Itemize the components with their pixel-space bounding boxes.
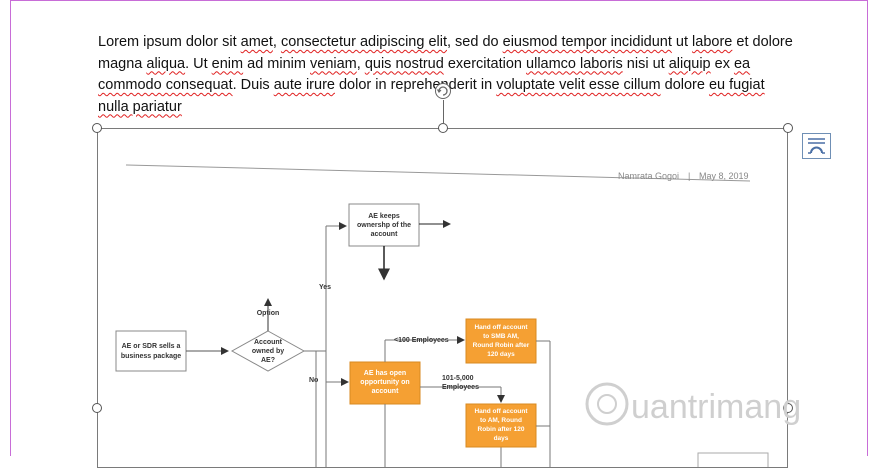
misspelled-word[interactable]: eiusmod tempor incididunt: [502, 34, 672, 50]
misspelled-word[interactable]: quis nostrud: [364, 55, 444, 72]
text-run: ut: [671, 34, 693, 50]
partial-node: [697, 452, 769, 472]
smb-node: [465, 318, 537, 364]
misspelled-word[interactable]: aute irure: [273, 77, 335, 93]
misspelled-word[interactable]: labore: [692, 34, 733, 50]
misspelled-word[interactable]: consectetur adipiscing elit: [280, 34, 447, 50]
keeps-line1: AE keeps: [368, 213, 400, 220]
text-run: dolore: [660, 77, 709, 93]
keeps-node: [348, 203, 420, 247]
misspelled-word[interactable]: veniam: [310, 55, 357, 72]
rotate-handle-icon[interactable]: [434, 82, 452, 100]
am-line1: Hand off account: [474, 408, 528, 415]
resize-handle-top-center[interactable]: [438, 123, 448, 133]
watermark-text: uantrimang: [631, 388, 801, 426]
resize-handle-top-left[interactable]: [92, 123, 102, 133]
page-boundary: [10, 0, 868, 456]
text-run: et dolore magna: [98, 34, 793, 72]
layout-options-button[interactable]: [802, 133, 831, 159]
text-run: ,: [356, 55, 365, 72]
separator-label: |: [688, 171, 690, 181]
layout-options-icon: [808, 138, 825, 154]
start-node-line1: AE or SDR sells a: [122, 343, 181, 350]
misspelled-word[interactable]: aliqua: [146, 55, 186, 72]
misspelled-word[interactable]: aliquip: [668, 55, 711, 72]
text-run: dolor in reprehenderit in: [334, 77, 497, 93]
keeps-line3: account: [371, 231, 399, 238]
am-line4: days: [494, 435, 509, 442]
text-run: exercitation: [443, 55, 527, 72]
range-label-2: Employees: [442, 384, 479, 391]
decision-line2: owned by: [252, 348, 284, 355]
option-label: Option: [257, 310, 280, 317]
misspelled-word[interactable]: ullamco laboris: [526, 55, 623, 72]
header-line: [125, 164, 751, 182]
text-run: Lorem ipsum dolor sit: [98, 34, 241, 50]
smb-line2: to SMB AM,: [483, 333, 519, 340]
text-run: . Duis: [232, 77, 274, 93]
resize-handle-middle-right[interactable]: [783, 403, 793, 413]
start-node: [115, 330, 187, 372]
misspelled-word[interactable]: enim: [211, 55, 244, 72]
opportunity-node: [349, 361, 421, 405]
decision-line1: Account: [254, 339, 283, 346]
keeps-line2: ownershp of the: [357, 222, 411, 229]
opportunity-line1: AE has open: [364, 370, 406, 377]
am-line2: to AM, Round: [480, 417, 522, 424]
text-run: , sed do: [447, 34, 503, 50]
resize-handle-middle-left[interactable]: [92, 403, 102, 413]
decision-line3: AE?: [261, 357, 275, 364]
smb-line1: Hand off account: [474, 324, 528, 331]
text-run: . Ut: [185, 55, 212, 72]
date-label: May 8, 2019: [699, 171, 749, 181]
start-node-line2: business package: [121, 353, 181, 360]
misspelled-word[interactable]: eu fugiat nulla pariatur: [98, 77, 765, 115]
smb-line4: 120 days: [487, 351, 515, 358]
rotate-connector: [443, 100, 444, 123]
text-run: ad minim: [243, 55, 310, 72]
author-label: Namrata Gogoi: [618, 171, 679, 181]
no-label: No: [309, 377, 318, 384]
misspelled-word[interactable]: voluptate velit esse cillum: [496, 77, 661, 93]
flowchart-image[interactable]: Namrata Gogoi | May 8, 2019 AE or SDR se…: [98, 129, 787, 472]
am-line3: Robin after 120: [478, 426, 525, 433]
lt100-label: <100 Employees: [394, 337, 449, 344]
resize-handle-top-right[interactable]: [783, 123, 793, 133]
watermark-logo-icon: [585, 382, 629, 426]
misspelled-word[interactable]: amet: [240, 34, 273, 50]
decision-node: [230, 330, 306, 372]
text-run: ex: [710, 55, 734, 72]
watermark: uantrimang: [585, 378, 867, 443]
am-node: [465, 403, 537, 448]
range-label-1: 101-5,000: [442, 375, 474, 382]
misspelled-word[interactable]: ea commodo consequat: [98, 55, 751, 94]
yes-label: Yes: [319, 284, 331, 291]
opportunity-line3: account: [372, 388, 400, 395]
body-paragraph[interactable]: Lorem ipsum dolor sit amet, consectetur …: [98, 32, 798, 118]
opportunity-line2: opportunity on: [360, 379, 409, 386]
text-run: nisi ut: [622, 55, 669, 72]
smb-line3: Round Robin after: [473, 342, 530, 349]
text-run: ,: [272, 34, 281, 50]
